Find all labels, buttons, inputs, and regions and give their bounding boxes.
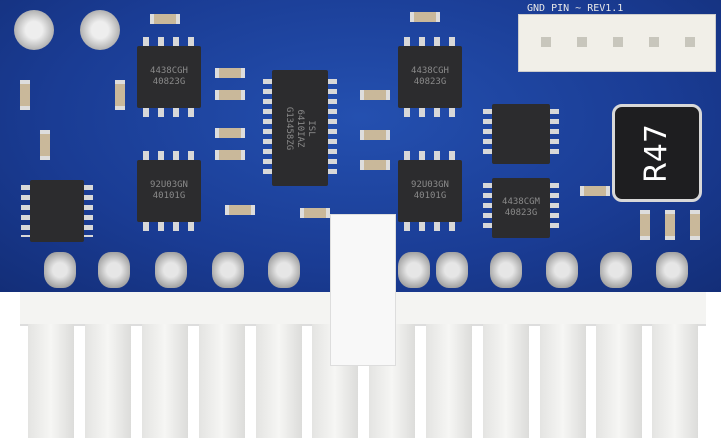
connector-pin — [28, 324, 74, 438]
connector-latch — [330, 214, 396, 366]
connector-pin — [142, 324, 188, 438]
connector-pin — [85, 324, 131, 438]
mounting-screw — [14, 10, 54, 50]
connector-pin — [199, 324, 245, 438]
driver-chip — [21, 180, 93, 242]
connector-pin — [596, 324, 642, 438]
pin-header: GND PIN ~ REV1.1 — [518, 3, 716, 72]
connector-pin — [483, 324, 529, 438]
header-label: GND PIN ~ REV1.1 — [527, 3, 624, 14]
connector-pin — [426, 324, 472, 438]
connector-pin — [540, 324, 586, 438]
connector-pin — [652, 324, 698, 438]
mounting-screw — [80, 10, 120, 50]
connector-pin — [256, 324, 302, 438]
inductor: R47 — [612, 104, 702, 202]
mosfet-chip — [483, 104, 559, 164]
